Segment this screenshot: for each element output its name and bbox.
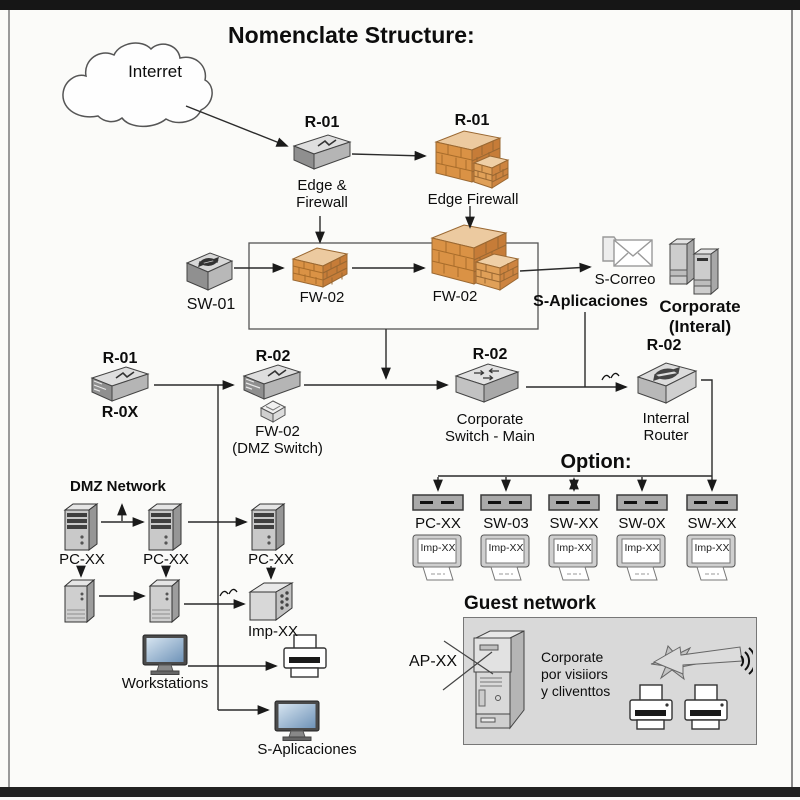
- frame-bottom-bar: [0, 787, 800, 797]
- option-printer-1-label: Imp-XX: [420, 542, 456, 554]
- option-switch-bar-4: [616, 494, 668, 512]
- fw02a-brick-icon: [290, 244, 350, 288]
- edge-router-icon: [288, 132, 354, 172]
- wifi-arrow-icon: [638, 634, 753, 689]
- internal-router-id: R-02: [646, 337, 682, 354]
- option-printer-5-icon: Imp-XX: [685, 534, 739, 584]
- ap-label: AP-XX: [408, 653, 457, 670]
- dmz-pc-3-label: PC-XX: [248, 551, 294, 568]
- dmz-switch-icon: [238, 362, 304, 402]
- option-printer-1-icon: Imp-XX: [411, 534, 465, 584]
- corporate-servers-caption: Corporate(Interal): [659, 297, 741, 336]
- dmz-pc-tower-3-icon: [250, 502, 288, 552]
- fw02b-brick-icon: [428, 220, 520, 292]
- corporate-switch-id: R-02: [472, 346, 508, 363]
- server-box-1-icon: [63, 578, 99, 624]
- app-server-monitor-icon: [274, 700, 320, 742]
- app-monitor-label: S-Aplicaciones: [257, 741, 357, 758]
- option-printer-4-label: Imp-XX: [624, 542, 660, 554]
- option-switch-4-label: SW-0X: [618, 515, 666, 532]
- option-printer-3-label: Imp-XX: [556, 542, 592, 554]
- option-switch-5-label: SW-XX: [687, 515, 737, 532]
- mail-server-icon: [598, 228, 658, 272]
- frame-right-border: [791, 10, 793, 787]
- edge-firewall-brick-icon: [432, 126, 510, 190]
- guest-printer-1-icon: [627, 684, 677, 738]
- dmz-fw-cube-icon: [258, 398, 288, 424]
- left-router-id: R-01: [102, 350, 138, 367]
- edge-router-caption: Edge &Firewall: [296, 177, 348, 212]
- dmz-switch-id: R-02: [255, 348, 291, 365]
- option-printer-5-label: Imp-XX: [694, 542, 730, 554]
- printer-cube-icon: [248, 580, 298, 624]
- page-title: Nomenclate Structure:: [228, 22, 475, 48]
- guest-network-heading: Guest network: [464, 593, 596, 614]
- frame-top-bar: [0, 0, 800, 10]
- edge-router-id: R-01: [304, 114, 340, 131]
- cloud-label: Interret: [128, 62, 182, 81]
- option-switch-bar-1: [412, 494, 464, 512]
- edge-firewall-caption: Edge Firewall: [427, 191, 519, 208]
- dmz-network-heading: DMZ Network: [70, 478, 166, 495]
- frame-left-border: [8, 10, 10, 787]
- dmz-pc-tower-2-icon: [147, 502, 185, 552]
- option-switch-bar-2: [480, 494, 532, 512]
- internal-router-icon: [630, 355, 702, 407]
- left-router-icon: [86, 364, 152, 404]
- sw01-label: SW-01: [186, 296, 236, 313]
- dmz-pc-1-label: PC-XX: [59, 551, 105, 568]
- dmz-switch-caption: FW-02(DMZ Switch): [232, 423, 323, 458]
- edge-firewall-id: R-01: [454, 112, 490, 129]
- s-correo-label: S-Correo: [594, 271, 656, 288]
- workstations-label: Workstations: [121, 675, 209, 692]
- sw01-switch-icon: [182, 248, 236, 294]
- guest-tower-icon: [472, 626, 532, 736]
- option-printer-2-icon: Imp-XX: [479, 534, 533, 584]
- option-switch-2-label: SW-03: [483, 515, 529, 532]
- s-aplicaciones-label: S-Aplicaciones: [533, 293, 648, 310]
- option-printer-2-label: Imp-XX: [488, 542, 524, 554]
- option-switch-3-label: SW-XX: [549, 515, 599, 532]
- internet-cloud-icon: [50, 36, 240, 141]
- fw02b-label: FW-02: [432, 288, 478, 305]
- wifi-signal-icon: [740, 647, 753, 675]
- corporate-servers-icon: [666, 234, 724, 298]
- fw02a-label: FW-02: [299, 289, 345, 306]
- option-printer-4-icon: Imp-XX: [615, 534, 669, 584]
- left-router-caption: R-0X: [101, 404, 139, 421]
- corporate-switch-icon: [450, 358, 524, 408]
- dmz-pc-2-label: PC-XX: [143, 551, 189, 568]
- dmz-pc-tower-1-icon: [63, 502, 101, 552]
- option-switch-bar-5: [686, 494, 738, 512]
- option-switch-bar-3: [548, 494, 600, 512]
- workstation-monitor-icon: [142, 634, 188, 676]
- option-switch-1-label: PC-XX: [415, 515, 461, 532]
- option-printer-3-icon: Imp-XX: [547, 534, 601, 584]
- server-box-2-icon: [148, 578, 184, 624]
- printer-cube-label: Imp-XX: [247, 623, 298, 640]
- guest-printer-2-icon: [682, 684, 732, 738]
- option-heading: Option:: [560, 451, 632, 473]
- dmz-printer-icon: [281, 634, 331, 684]
